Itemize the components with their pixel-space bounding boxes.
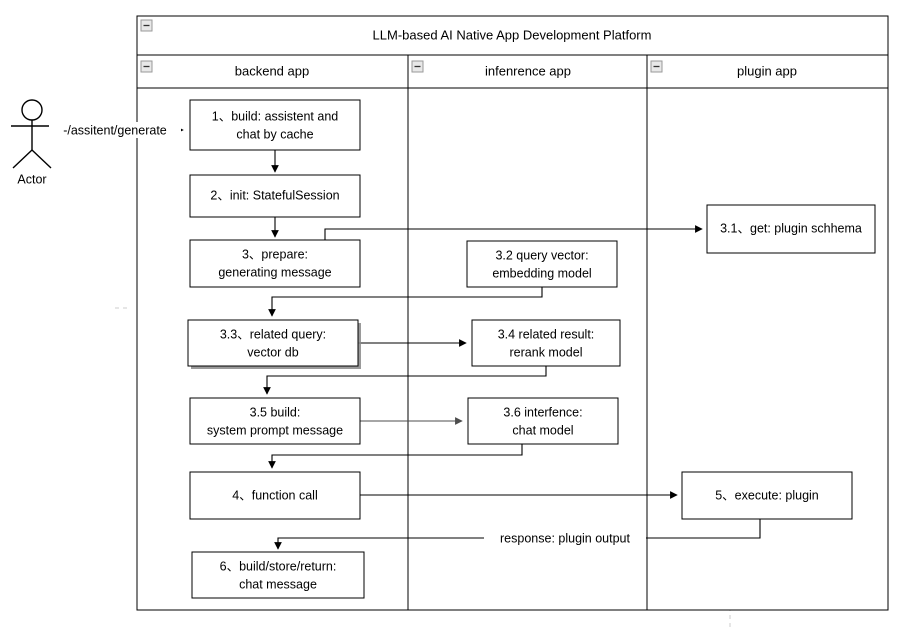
node-label-line-2: system prompt message [207, 423, 343, 437]
node-label-line-1: 3.6 interfence: [503, 405, 582, 419]
actor-head-icon [21, 99, 43, 121]
node-label-line-1: 6、build/store/return: [220, 559, 337, 573]
node-rect [191, 551, 365, 599]
node-rect [189, 471, 361, 520]
lane-plugin-collapse-button[interactable] [650, 60, 663, 73]
node-rect [187, 319, 359, 367]
node-label-line-2: rerank model [510, 345, 583, 359]
title-band-rect [136, 15, 889, 56]
node-rect [189, 99, 361, 151]
lane-backend-label: backend app [235, 63, 309, 78]
node-label-line-1: 3.2 query vector: [495, 248, 588, 262]
page-title: LLM-based AI Native App Development Plat… [373, 27, 652, 42]
node-label-line-2: generating message [218, 265, 331, 279]
lane-backend-collapse-button[interactable] [140, 60, 153, 73]
edge-label-bg-actor [49, 122, 181, 138]
edge-label-plugin-response: response: plugin output [500, 531, 630, 545]
background-guides [115, 55, 731, 628]
diagram-title-band: LLM-based AI Native App Development Plat… [136, 15, 889, 56]
node-3-4-related-result-rerank-model[interactable]: 3.4 related result: rerank model [471, 319, 621, 367]
edge-n3-4-to-n3-5 [263, 366, 547, 395]
edge-n3-to-n3-1 [324, 225, 703, 240]
node-rect [189, 174, 361, 218]
node-label-line-1: 3.5 build: [250, 405, 301, 419]
node-label-line-2: embedding model [492, 266, 591, 280]
edge-n3-6-to-n4 [268, 444, 523, 469]
node-3-6-interfence-chat-model[interactable]: 3.6 interfence: chat model [467, 397, 619, 445]
node-label-line-2: vector db [247, 345, 298, 359]
node-5-execute-plugin[interactable]: 5、execute: plugin [681, 471, 853, 520]
node-label-line-1: 2、init: StatefulSession [210, 188, 339, 202]
node-label-line-2: chat by cache [236, 127, 313, 141]
node-4-function-call[interactable]: 4、function call [189, 471, 361, 520]
lane-plugin: plugin app [646, 54, 889, 611]
node-label-line-1: 1、build: assistent and [212, 109, 339, 123]
edge-n3-2-to-n3-3 [268, 287, 543, 317]
actor-leg-left [12, 149, 33, 169]
node-label-line-1: 4、function call [232, 488, 317, 502]
node-rect [681, 471, 853, 520]
lane-inference-collapse-button[interactable] [411, 60, 424, 73]
node-3-1-get-plugin-schema[interactable]: 3.1、get: plugin schhema [706, 204, 876, 254]
node-label-line-2: chat message [239, 577, 317, 591]
node-rect [466, 240, 618, 288]
node-rect [467, 397, 619, 445]
lane-inference-label: infenrence app [485, 63, 571, 78]
title-collapse-button[interactable] [140, 19, 153, 32]
node-label-line-1: 3、prepare: [242, 247, 308, 261]
node-label-line-1: 3.1、get: plugin schhema [720, 221, 862, 235]
actor-leg-right [31, 149, 52, 169]
node-label-line-1: 3.4 related result: [498, 327, 595, 341]
node-label-line-2: chat model [512, 423, 573, 437]
node-rect [471, 319, 621, 367]
node-3-5-build-system-prompt-message[interactable]: 3.5 build: system prompt message [189, 397, 361, 445]
node-3-2-query-vector-embedding-model[interactable]: 3.2 query vector: embedding model [466, 240, 618, 288]
lane-plugin-label: plugin app [737, 63, 797, 78]
node-label-line-1: 5、execute: plugin [715, 488, 819, 502]
edge-label-actor-request: -/assitent/generate [63, 123, 167, 137]
node-label-line-1: 3.3、related query: [220, 327, 326, 341]
edge-label-bg-response [484, 530, 646, 546]
node-rect [189, 397, 361, 445]
node-3-prepare-generating-message[interactable]: 3、prepare: generating message [189, 239, 361, 288]
nodes: 1、build: assistent and chat by cache 2、i… [187, 99, 876, 599]
actor-label: Actor [17, 172, 46, 186]
edge-labels: -/assitent/generate response: plugin out… [49, 122, 646, 546]
node-rect [189, 239, 361, 288]
node-6-build-store-return-chat-message[interactable]: 6、build/store/return: chat message [191, 551, 365, 599]
node-2-init-statefulsession[interactable]: 2、init: StatefulSession [189, 174, 361, 218]
lane-plugin-rect [646, 54, 889, 611]
node-3-3-related-query-vector-db[interactable]: 3.3、related query: vector db [187, 319, 361, 369]
node-1-build-assistent[interactable]: 1、build: assistent and chat by cache [189, 99, 361, 151]
actor[interactable]: Actor [11, 99, 53, 186]
node-rect [706, 204, 876, 254]
